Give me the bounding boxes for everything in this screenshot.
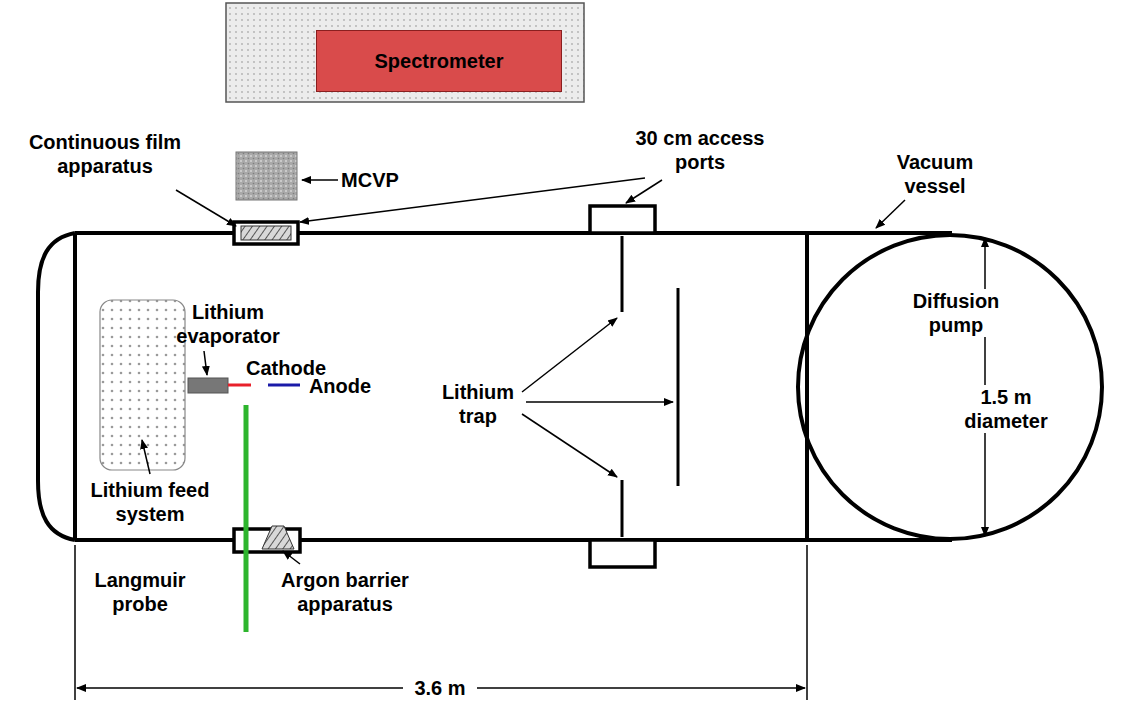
part-label: Vacuum vessel [889,150,981,198]
spectrometer-box: Spectrometer [316,30,562,92]
part-label: Argon barrier apparatus [263,568,428,616]
cathode-wire [228,384,251,387]
continuous-film-apparatus [241,226,291,240]
part-label: Lithium trap [432,380,524,428]
part-label: Continuous film apparatus [28,130,183,178]
part-label: MCVP [338,168,402,192]
langmuir-probe [244,405,249,632]
node-text: 1.5 m diameter [952,385,1060,433]
diffusion-pump: Diffusion pump 1.5 m diameter [796,233,1104,541]
access-port [234,206,655,567]
spectrometer-housing [226,3,584,102]
evaporator-block [188,378,228,393]
anode-wire [268,384,300,387]
vessel-outline [38,233,952,540]
part-label: Lithium feed system [88,478,212,526]
part-label: Langmuir probe [84,568,196,616]
part-label: Anode [305,374,375,398]
node-text: Spectrometer [375,49,504,73]
node-text: Diffusion pump [896,289,1016,337]
mcvp-box [236,152,297,200]
leader-arrow [142,178,905,564]
dimension-line [75,545,807,700]
part-label: 3.6 m [403,676,477,700]
lithium-trap [622,236,678,537]
part-label: 30 cm access ports [635,126,765,174]
argon-barrier [262,526,294,549]
part-label: Lithium evaporator [169,300,287,348]
